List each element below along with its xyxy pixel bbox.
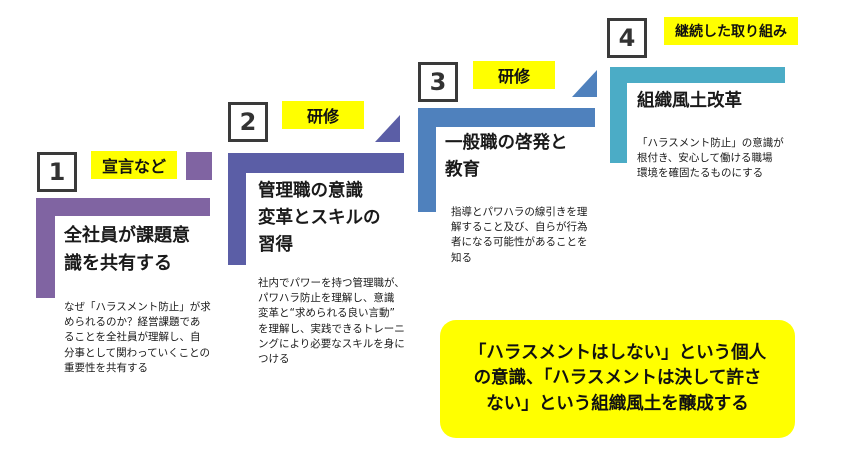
step-1-tag: 宣言など [91,151,177,179]
step-2-tag: 研修 [282,101,364,129]
step-1-description: なぜ「ハラスメント防止」が求 められるのか？経営課題であ ることを全社員が理解し… [64,301,211,374]
step-3-tag: 研修 [473,61,555,89]
step-2-description: 社内でパワーを持つ管理職が、 パワハラ防止を理解し、意識 変革と“求められる良い… [258,277,405,366]
step-1-number: 1 [37,152,77,192]
step-3-description: 指導とパワハラの線引きを理 解すること及び、自らが行為 者になる可能性があること… [451,206,588,264]
summary-callout-text: 「ハラスメントはしない」という個人 の意識、「ハラスメントは決して許さ ない」と… [468,342,767,414]
step-4-number: 4 [607,18,647,58]
step-2-number: 2 [228,102,268,142]
step-3-number: 3 [418,62,458,102]
step-4-tag: 継続した取り組み [664,17,798,45]
step-4-description: 「ハラスメント防止」の意識が 根付き、安心して働ける職場 環境を確固たるものにす… [637,137,784,180]
step-4-title: 組織風土改革 [637,91,742,111]
summary-callout: 「ハラスメントはしない」という個人 の意識、「ハラスメントは決して許さ ない」と… [440,320,795,438]
step-3-title: 一般職の啓発と 教育 [445,133,568,181]
step-1-title: 全社員が課題意 識を共有する [64,225,190,274]
step-2-title: 管理職の意識 変革とスキルの 習得 [258,181,381,256]
